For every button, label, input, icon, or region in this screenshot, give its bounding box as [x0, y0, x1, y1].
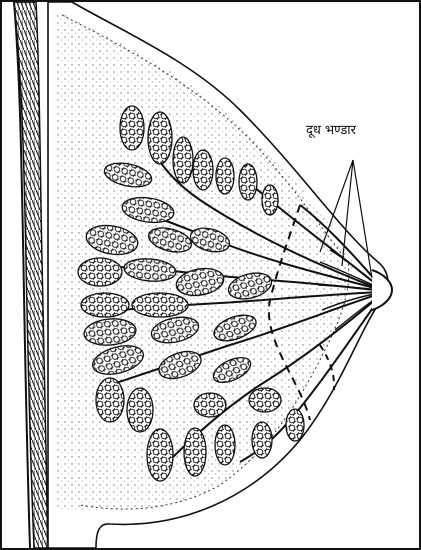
nipple: [372, 270, 392, 310]
milk-sinus-label: दूध भण्डार: [306, 120, 356, 138]
